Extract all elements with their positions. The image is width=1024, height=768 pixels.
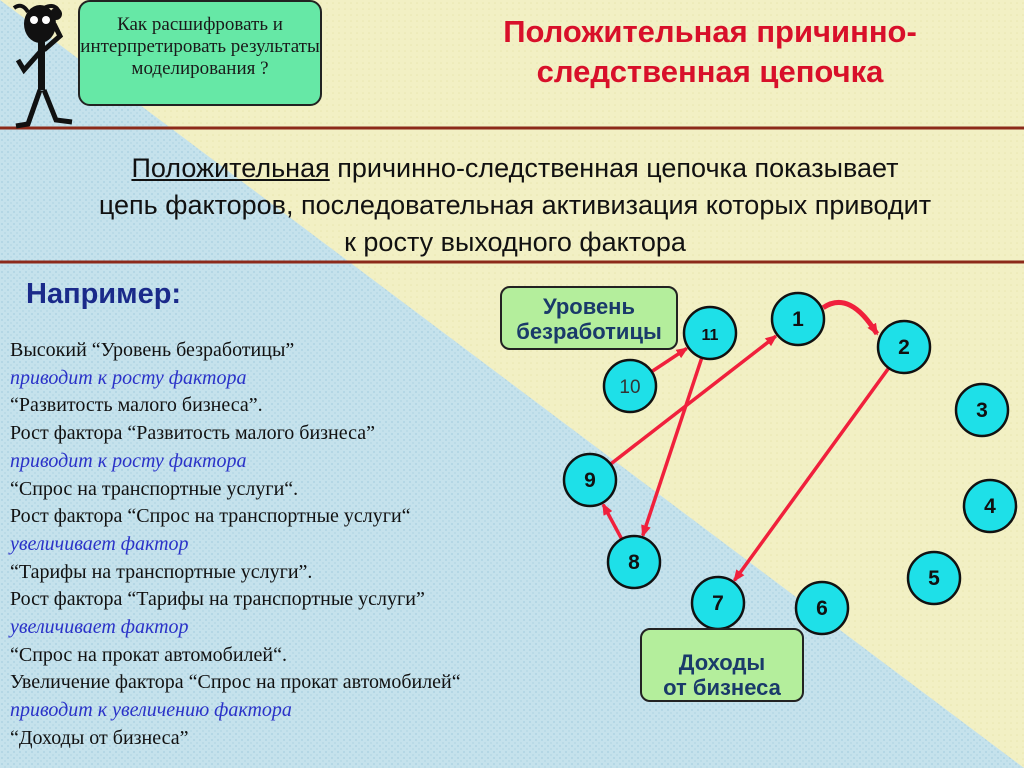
node-5: 5 <box>906 550 962 606</box>
example-heading: Например: <box>26 278 182 310</box>
example-line: Высокий “Уровень безработицы” <box>10 339 295 361</box>
node-3: 3 <box>954 382 1010 438</box>
definition-line-1: причинно-следственная цепочка показывает <box>329 153 899 183</box>
edge-2-to-7 <box>733 367 891 582</box>
example-line: Рост фактора “Спрос на транспортные услу… <box>10 505 411 528</box>
example-line: “Доходы от бизнеса” <box>10 726 189 749</box>
node-4-circle <box>962 478 1018 534</box>
example-steps: Высокий “Уровень безработицы” приводит к … <box>10 337 610 753</box>
node-8-circle <box>606 534 662 590</box>
node-2: 2 <box>876 319 932 375</box>
example-line: приводит к росту фактора <box>10 449 247 472</box>
node-4: 4 <box>962 478 1018 534</box>
title-line-1: Положительная причинно- <box>503 14 917 49</box>
example-line: “Спрос на транспортные услуги“. <box>10 477 299 500</box>
thinking-figure-icon <box>12 3 73 129</box>
definition-text: Положительная причинно-следственная цепо… <box>20 150 1010 261</box>
node-1-label: 1 <box>792 308 804 331</box>
node-1-circle <box>770 291 826 347</box>
example-line: увеличивает фактор <box>10 532 189 555</box>
edge-9-to-1 <box>609 334 778 466</box>
definition-underlined: Положительная <box>131 153 330 183</box>
node-1: 1 <box>770 291 826 347</box>
node-6-circle <box>794 580 850 636</box>
page-title: Положительная причинно- следственная цеп… <box>440 12 980 92</box>
node-4-label: 4 <box>984 495 996 518</box>
node-11-label: 11 <box>702 327 719 344</box>
node-10-circle <box>602 358 658 414</box>
example-line: приводит к росту фактора <box>10 366 247 389</box>
example-line: Рост фактора “Развитость малого бизнеса” <box>10 422 376 445</box>
node-10: 10 <box>602 358 658 414</box>
income-label-line-1: Доходы <box>678 650 766 675</box>
unemployment-label-text: Уровень безработицы <box>516 294 662 344</box>
node-11: 11 <box>682 305 738 361</box>
node-9-label: 9 <box>584 469 596 492</box>
node-2-circle <box>876 319 932 375</box>
node-6-label: 6 <box>816 597 828 620</box>
node-8: 8 <box>606 534 662 590</box>
node-7-label: 7 <box>712 592 724 615</box>
example-line: Увеличение фактора “Спрос на прокат авто… <box>10 671 461 694</box>
edge-8-to-9 <box>601 502 624 540</box>
unemployment-label: Уровень безработицы <box>500 286 678 350</box>
callout-text: Как расшифровать и интерпретировать резу… <box>80 14 320 79</box>
node-9-circle <box>562 452 618 508</box>
node-10-label: 10 <box>619 377 640 398</box>
example-line: “Развитость малого бизнеса”. <box>10 394 263 417</box>
node-6: 6 <box>794 580 850 636</box>
example-line: Рост фактора “Тарифы на транспортные усл… <box>10 588 425 611</box>
example-line: “Спрос на прокат автомобилей“. <box>10 643 287 666</box>
node-2-label: 2 <box>898 336 910 359</box>
node-9: 9 <box>562 452 618 508</box>
example-line: “Тарифы на транспортные услуги”. <box>10 560 313 583</box>
edge-10-to-11 <box>650 347 689 374</box>
question-callout: Как расшифровать и интерпретировать резу… <box>78 0 322 106</box>
edge-11-to-8 <box>641 357 704 538</box>
edge-1-to-2 <box>821 300 880 336</box>
definition-line-2: цепь факторов, последовательная активиза… <box>98 190 932 220</box>
node-5-circle <box>906 550 962 606</box>
node-3-circle <box>954 382 1010 438</box>
node-8-label: 8 <box>628 551 640 574</box>
example-line: увеличивает фактор <box>10 616 189 639</box>
income-label: Доходы от бизнеса <box>640 628 804 702</box>
node-11-circle <box>682 305 738 361</box>
node-3-label: 3 <box>976 399 988 422</box>
example-line: приводит к увеличению фактора <box>10 699 292 722</box>
title-line-2: следственная цепочка <box>536 54 884 89</box>
node-7: 7 <box>690 575 746 631</box>
node-5-label: 5 <box>928 567 940 590</box>
definition-line-3: к росту выходного фактора <box>344 227 686 257</box>
income-label-line-2: от бизнеса <box>663 675 781 700</box>
